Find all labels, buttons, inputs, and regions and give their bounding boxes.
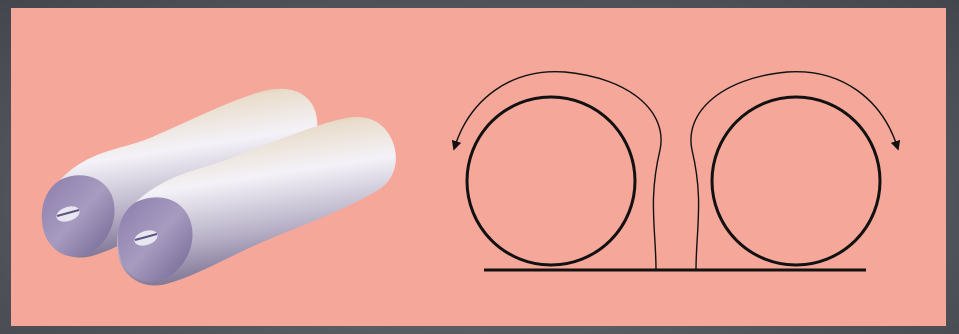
two-rollers-3d-icon [42,89,396,286]
right-roller-circle [712,97,880,265]
left-rotation-arrow [455,72,661,270]
right-rotation-arrow [691,72,897,270]
counter-rotating-rollers-diagram [455,72,897,270]
left-roller-circle [467,97,635,265]
